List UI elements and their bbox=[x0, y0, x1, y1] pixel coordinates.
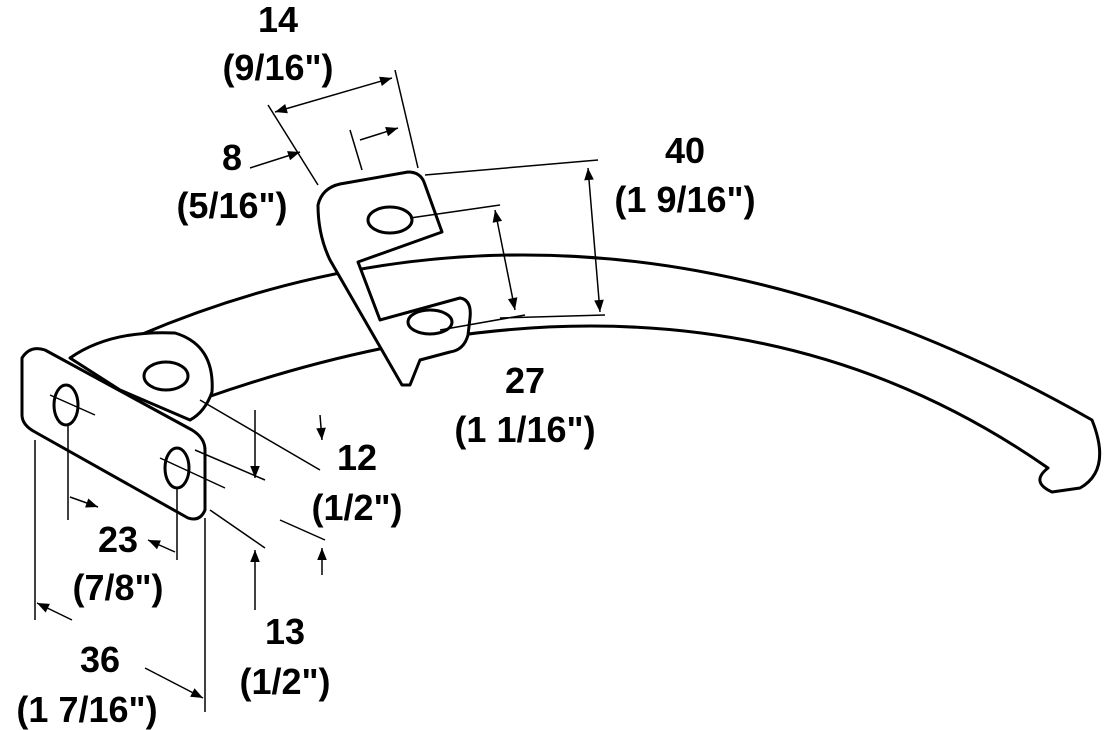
plate-hole-2 bbox=[163, 446, 191, 490]
dim-14-inch: (9/16") bbox=[222, 47, 334, 88]
dim-12-inch: (1/2") bbox=[311, 487, 403, 528]
curved-arm bbox=[138, 253, 1102, 494]
dim-36-inch: (1 7/16") bbox=[16, 689, 158, 730]
bracket-hole-2 bbox=[406, 308, 454, 336]
plate-hole-1 bbox=[52, 383, 80, 427]
dim-14-mm: 14 bbox=[257, 0, 299, 40]
dim-36-mm: 36 bbox=[79, 639, 121, 680]
dim-23-inch: (7/8") bbox=[72, 567, 164, 608]
dim-13-inch: (1/2") bbox=[239, 661, 331, 702]
dim-40-inch: (1 9/16") bbox=[614, 179, 756, 220]
tab-hole bbox=[142, 360, 190, 392]
dim-23-mm: 23 bbox=[97, 519, 139, 560]
dim-8-inch: (5/16") bbox=[176, 185, 288, 226]
dim-13-mm: 13 bbox=[264, 611, 306, 652]
top-tab bbox=[68, 331, 214, 422]
dim-40-mm: 40 bbox=[664, 130, 706, 171]
dim-27-mm: 27 bbox=[504, 360, 546, 401]
dim-27-inch: (1 1/16") bbox=[454, 409, 596, 450]
dim-12-mm: 12 bbox=[336, 437, 378, 478]
dim-8-mm: 8 bbox=[221, 137, 243, 178]
bracket-hole-1 bbox=[366, 205, 414, 235]
